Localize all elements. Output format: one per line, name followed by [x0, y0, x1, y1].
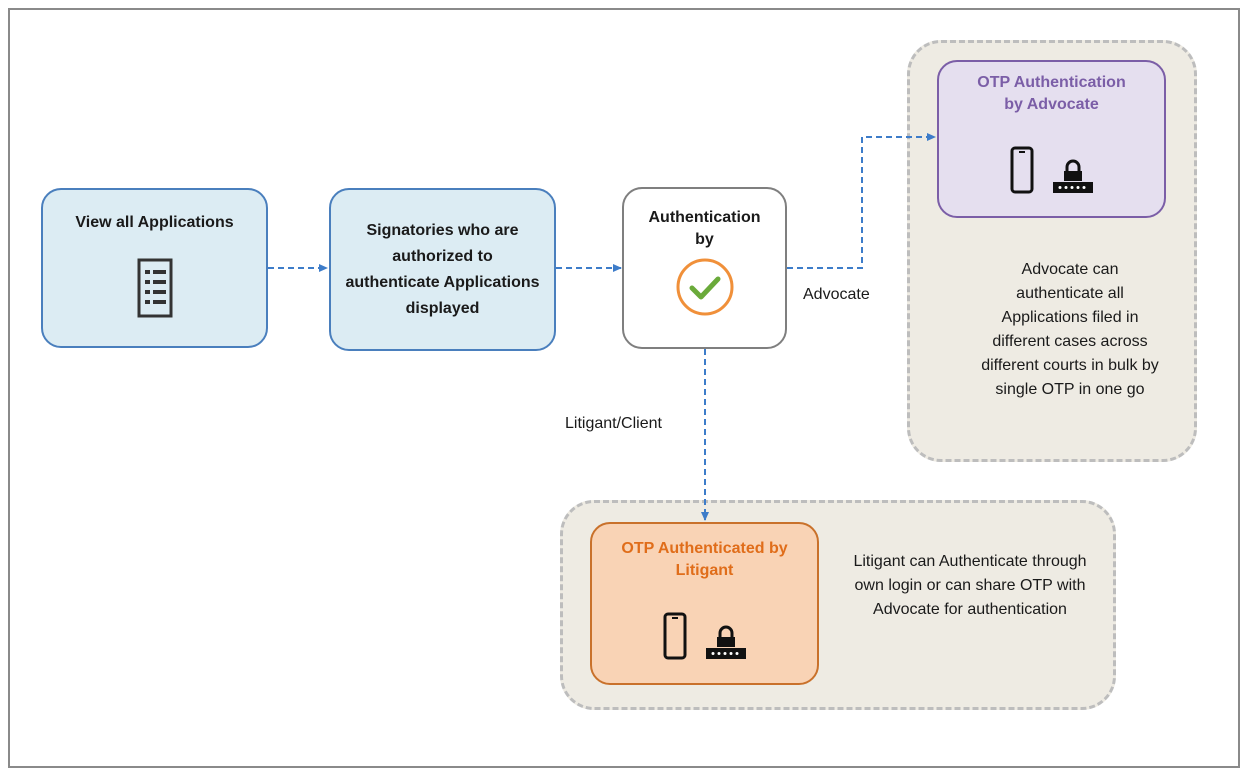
advocate-description: Advocate can authenticate all Applicatio…	[981, 261, 1159, 398]
otp-advocate-icons	[1010, 146, 1094, 194]
signatories-node: Signatories who are authorized to authen…	[329, 188, 556, 351]
otp-litigant-node: OTP Authenticated by Litigant	[590, 522, 819, 685]
authentication-by-node: Authentication by	[622, 187, 787, 349]
otp-litigant-icons	[663, 612, 747, 660]
signatories-title: Signatories who are authorized to authen…	[345, 221, 540, 317]
view-all-applications-title: View all Applications	[75, 214, 234, 231]
otp-litigant-title: OTP Authenticated by Litigant	[621, 540, 788, 579]
view-all-applications-node: View all Applications	[41, 188, 268, 348]
edge-label-advocate: Advocate	[803, 286, 870, 303]
check-circle-icon	[676, 258, 733, 316]
mobile-phone-icon	[663, 612, 686, 660]
password-lock-icon	[1052, 159, 1093, 193]
connectors	[268, 133, 936, 521]
authentication-by-title: Authentication by	[648, 209, 761, 248]
mobile-phone-icon	[1010, 146, 1033, 194]
arrow-authentication-to-advocate	[787, 133, 936, 269]
otp-advocate-title: OTP Authentication by Advocate	[977, 74, 1126, 113]
list-document-icon	[137, 258, 172, 318]
edge-label-litigant: Litigant/Client	[565, 415, 662, 432]
otp-advocate-node: OTP Authentication by Advocate	[937, 60, 1166, 218]
password-lock-icon	[705, 625, 746, 659]
litigant-description: Litigant can Authenticate through own lo…	[853, 553, 1087, 618]
